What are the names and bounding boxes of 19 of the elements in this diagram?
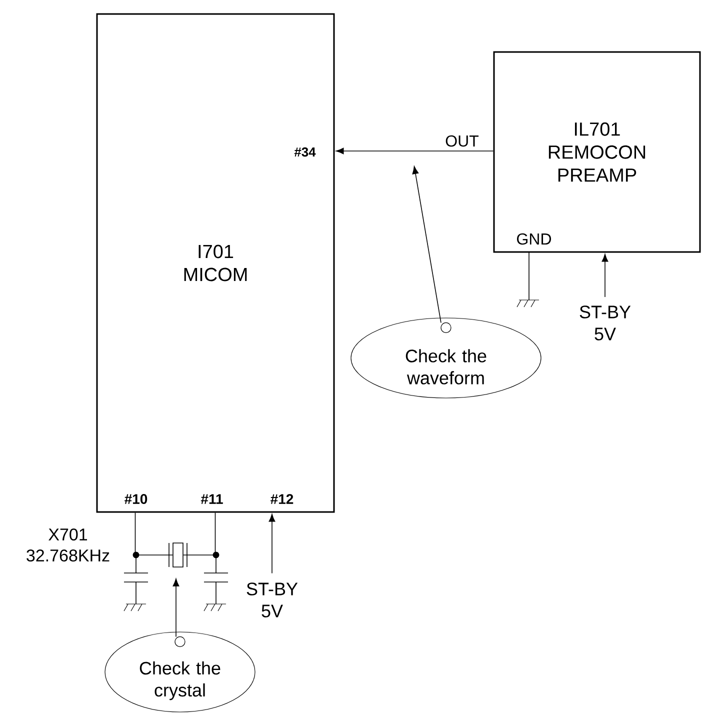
arrow bbox=[268, 514, 276, 574]
pin-label: #10 bbox=[124, 494, 148, 504]
wire bbox=[134, 512, 173, 556]
arrow bbox=[412, 166, 442, 324]
crystal-symbol bbox=[168, 542, 188, 568]
supply-label: ST-BY 5V bbox=[580, 306, 631, 340]
supply-label: ST-BY 5V bbox=[246, 582, 298, 618]
wire bbox=[183, 512, 216, 556]
arrow bbox=[602, 254, 608, 298]
pin-label: #34 bbox=[294, 147, 316, 157]
pin-label: #11 bbox=[200, 494, 223, 504]
pin-label: X701 32.768KHz bbox=[26, 528, 110, 562]
arrow bbox=[336, 148, 494, 154]
pin-label: #12 bbox=[270, 494, 294, 504]
pin-label: GND bbox=[517, 233, 551, 245]
check-callout: Check the crystal bbox=[104, 632, 256, 712]
pin-label: OUT bbox=[446, 135, 479, 147]
check-callout: Check the waveform bbox=[350, 318, 542, 398]
arrow bbox=[172, 578, 180, 638]
